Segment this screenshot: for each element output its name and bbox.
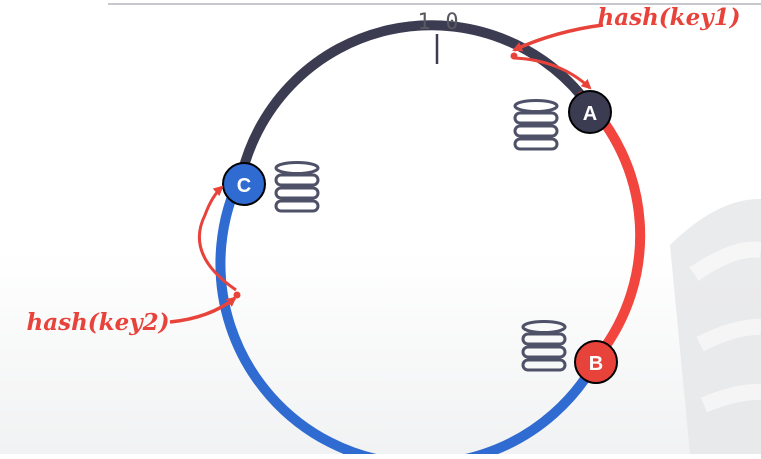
ring-segment-blue (215, 167, 605, 459)
background-database-watermark-icon (670, 198, 761, 454)
hash-key2-to-node-c-arrow (197, 185, 237, 292)
node-c: C (222, 162, 266, 206)
ring-segment-dark (237, 20, 587, 178)
hash-ring: 1 0 (215, 10, 646, 459)
database-icon-c (274, 161, 320, 213)
hash-key2-annotation: hash(key2) (27, 185, 241, 336)
hash-key1-label: hash(key1) (598, 4, 741, 31)
hash-key2-arrow (169, 296, 237, 324)
hash-key2-point (233, 291, 241, 299)
database-icon-a (513, 99, 559, 151)
ring-label-one: 1 (417, 10, 430, 35)
node-a-label: A (583, 103, 597, 125)
hash-key1-to-node-a-arrow (513, 56, 592, 90)
hash-key2-label: hash(key2) (27, 309, 170, 336)
node-b-label: B (589, 353, 603, 375)
ring-segment-red (576, 91, 646, 360)
ring-label-zero: 0 (445, 10, 458, 35)
database-icon-b (521, 320, 567, 372)
node-c-label: C (237, 175, 251, 197)
hash-key1-arrow (512, 23, 604, 52)
node-a: A (568, 90, 612, 134)
node-b: B (574, 340, 618, 384)
hash-key1-annotation: hash(key1) (510, 4, 741, 90)
